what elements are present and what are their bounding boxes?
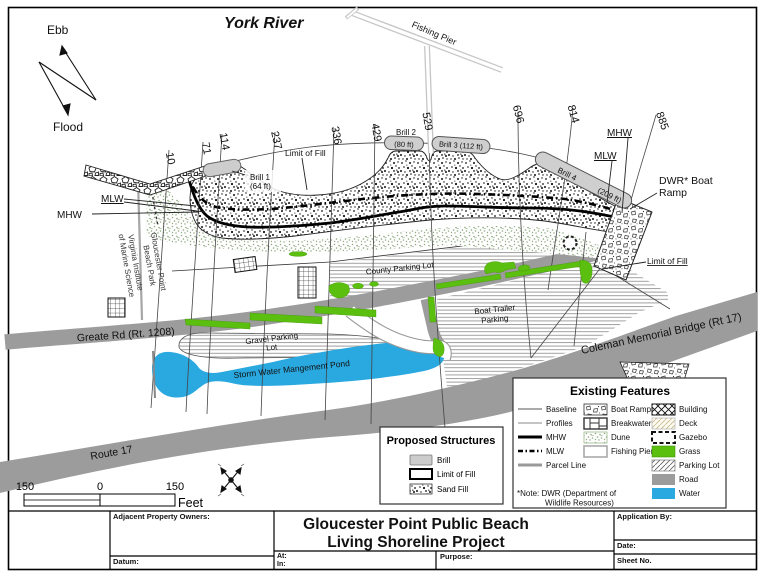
svg-text:MLW: MLW [546,447,565,456]
svg-text:71: 71 [199,141,213,155]
svg-text:Datum:: Datum: [113,557,139,566]
svg-text:Brill 2: Brill 2 [396,128,417,137]
svg-text:(80 ft): (80 ft) [394,140,414,150]
svg-text:Living Shoreline Project: Living Shoreline Project [327,534,504,551]
svg-text:Lot: Lot [266,342,279,352]
svg-text:Limit of Fill: Limit of Fill [437,470,475,479]
svg-text:429: 429 [368,122,383,142]
svg-text:529: 529 [419,111,434,131]
svg-text:MLW: MLW [101,194,124,205]
svg-text:DWR* Boat: DWR* Boat [659,175,713,187]
svg-text:Parcel Line: Parcel Line [546,461,587,470]
svg-text:885: 885 [653,110,671,131]
svg-text:Dune: Dune [611,433,631,442]
svg-text:Baseline: Baseline [546,405,577,414]
svg-text:Profiles: Profiles [546,419,573,428]
svg-text:Ebb: Ebb [47,23,69,37]
svg-text:Limit of Fill: Limit of Fill [647,256,688,266]
svg-text:MHW: MHW [546,433,566,442]
svg-text:814: 814 [565,104,582,125]
svg-text:696: 696 [510,104,526,125]
svg-text:Brill 3 (112 ft): Brill 3 (112 ft) [439,139,484,151]
svg-text:Wildlife Resources): Wildlife Resources) [545,499,614,508]
svg-text:150: 150 [16,481,34,493]
svg-text:Proposed Structures: Proposed Structures [387,435,496,447]
svg-text:Deck: Deck [679,419,698,428]
svg-text:Parking: Parking [481,314,509,326]
svg-text:Gazebo: Gazebo [679,433,708,442]
svg-text:Adjacent Property Owners:: Adjacent Property Owners: [113,512,210,521]
svg-text:Gloucester Point Public Beach: Gloucester Point Public Beach [303,516,529,533]
svg-text:336: 336 [328,125,343,145]
svg-text:237: 237 [268,130,284,150]
svg-text:114: 114 [217,132,232,151]
svg-text:Purpose:: Purpose: [440,552,473,561]
svg-text:Parking Lot: Parking Lot [679,461,720,470]
svg-text:Brill 1: Brill 1 [250,173,271,182]
svg-text:Date:: Date: [617,541,636,550]
svg-text:Feet: Feet [178,496,204,510]
svg-text:York River: York River [224,15,304,32]
svg-text:Water: Water [679,489,700,498]
svg-text:0: 0 [97,481,103,493]
svg-text:Boat Ramp: Boat Ramp [611,405,652,414]
svg-text:MLW: MLW [594,151,617,162]
svg-text:Sheet No.: Sheet No. [617,556,652,565]
svg-text:MHW: MHW [57,210,83,221]
svg-text:MHW: MHW [607,128,633,139]
svg-text:(64 ft): (64 ft) [250,182,271,191]
svg-text:Sand Fill: Sand Fill [437,485,468,494]
svg-text:In:: In: [277,561,286,568]
svg-text:Limit of Fill: Limit of Fill [285,148,326,158]
svg-text:*Note: DWR (Department of: *Note: DWR (Department of [517,489,617,498]
svg-text:Ramp: Ramp [659,187,687,199]
svg-text:Application By:: Application By: [617,512,672,521]
svg-text:Building: Building [679,405,707,414]
svg-text:Road: Road [679,475,698,484]
svg-text:150: 150 [166,481,184,493]
svg-text:Boat Trailer: Boat Trailer [474,303,516,316]
svg-text:Grass: Grass [679,447,700,456]
svg-text:10: 10 [163,151,177,165]
svg-text:Fishing Pier: Fishing Pier [611,447,654,456]
svg-text:Breakwater: Breakwater [611,419,652,428]
svg-text:Existing Features: Existing Features [570,384,670,398]
svg-text:Brill: Brill [437,456,451,465]
svg-text:At:: At: [277,553,287,560]
svg-text:Flood: Flood [53,120,83,134]
